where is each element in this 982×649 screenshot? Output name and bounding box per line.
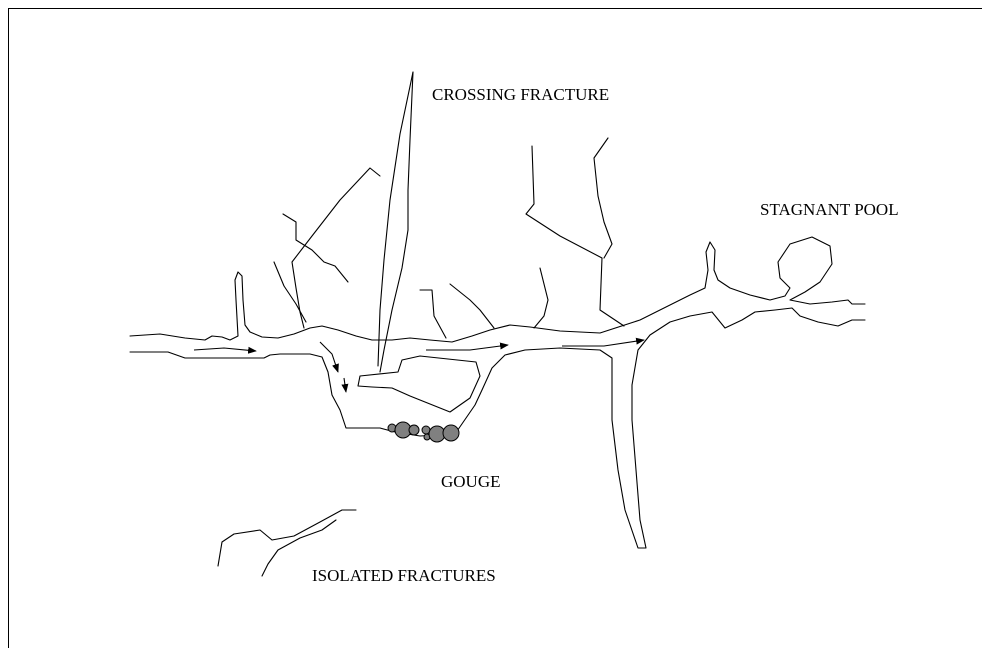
middle-fracture-c (534, 268, 548, 328)
stagnant-pool-label: STAGNANT POOL (760, 201, 899, 218)
gouge-particles (388, 422, 459, 442)
gouge-particle (443, 425, 459, 441)
left-subbranch (283, 214, 348, 282)
isolated-fractures-label: ISOLATED FRACTURES (312, 567, 496, 584)
isolated-fracture-a (218, 510, 356, 566)
flow-arrow-1 (194, 348, 256, 351)
flow-arrow-5 (562, 340, 644, 346)
main-channel-upper-wall (130, 237, 865, 342)
gouge-particle (409, 425, 419, 435)
middle-fracture-a (420, 290, 446, 338)
crossing-fracture-branch (380, 72, 413, 372)
left-subbranch-2 (274, 262, 306, 322)
crossing-fracture-label: CROSSING FRACTURE (432, 86, 609, 103)
middle-fracture-b (450, 284, 494, 328)
main-channel-lower-wall (130, 308, 865, 548)
inner-island (358, 356, 480, 412)
flow-arrow-2 (320, 342, 338, 372)
left-branch-fracture (292, 168, 380, 328)
flow-arrow-4 (426, 345, 508, 350)
gouge-label: GOUGE (441, 473, 501, 490)
flow-arrow-3 (344, 378, 346, 392)
upper-right-fracture-b (594, 138, 612, 258)
